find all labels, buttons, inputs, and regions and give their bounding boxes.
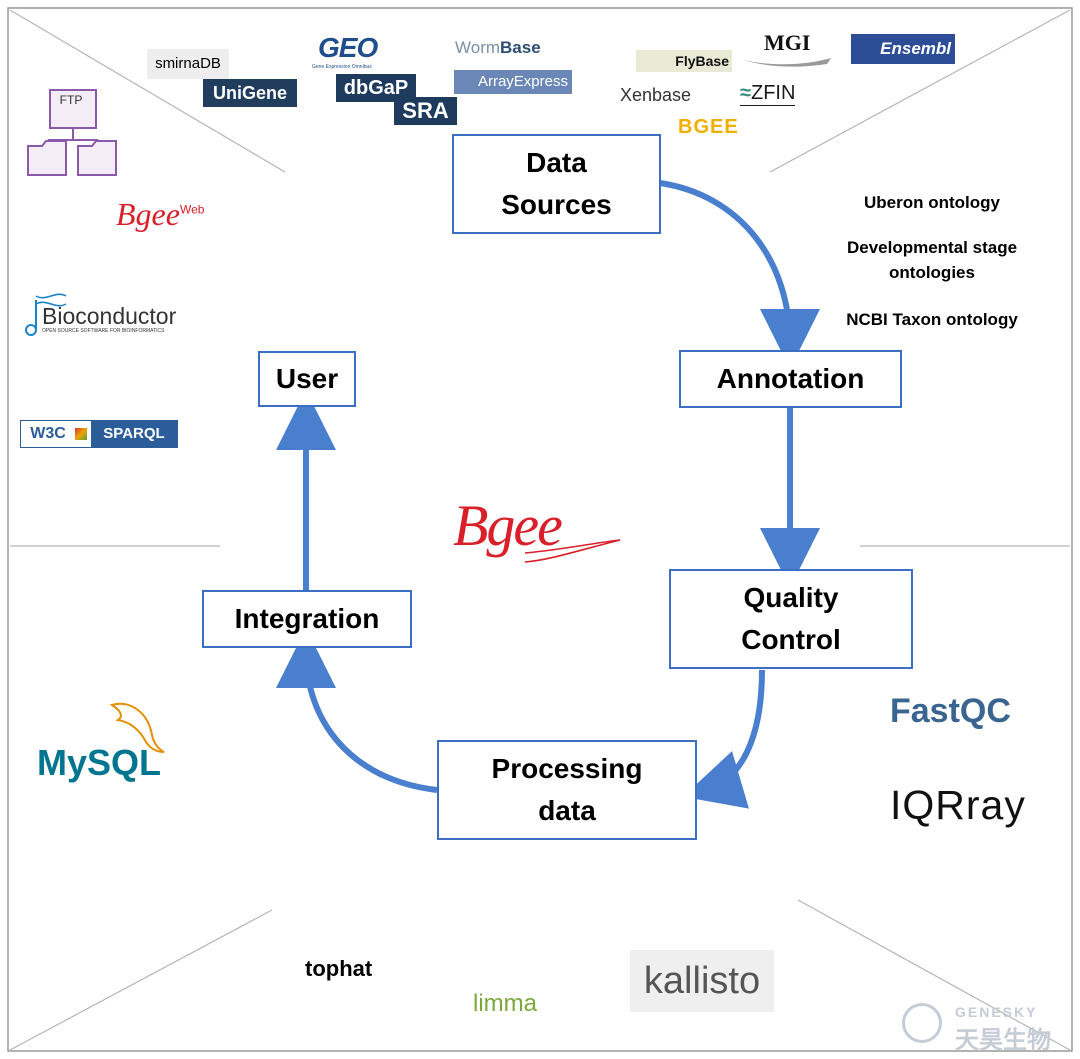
bgee-web-sup: Web [179, 202, 205, 217]
unigene-logo: UniGene [203, 79, 297, 107]
wormbase-part-a: Worm [455, 38, 501, 57]
kallisto-logo: kallisto [630, 950, 774, 1012]
zfin-label: ZFIN [750, 82, 796, 104]
quality-control-box: Quality Control [669, 569, 913, 669]
sparql-label: SPARQL [91, 421, 177, 447]
bgee-center-logo: Bgee [453, 493, 563, 558]
geo-logo: GEO [318, 32, 378, 63]
annotation-tool-uberon: Uberon ontology [864, 193, 1000, 212]
genesky-watermark: GENESKY [955, 1004, 1038, 1020]
ftp-label: FTP [59, 93, 83, 107]
ftp-icon [27, 89, 117, 176]
arrow-qc-to-processing [682, 669, 765, 809]
annotation-tool-devstage: Developmental stage ontologies [846, 238, 1018, 282]
bioconductor-logo: Bioconductor [42, 303, 177, 329]
sparql-cube-icon [75, 428, 87, 440]
annotation-tool-ncbi-taxon: NCBI Taxon ontology [846, 310, 1018, 329]
genesky-icon [902, 1003, 942, 1043]
sra-logo: SRA [394, 97, 457, 125]
annotation-box: Annotation [679, 350, 902, 408]
bgee-swash [524, 539, 621, 563]
xenbase-logo: Xenbase [619, 85, 691, 105]
zfin-logo: ≈ZFIN [740, 82, 796, 106]
bioconductor-icon [25, 293, 67, 336]
mysql-dolphin-icon [109, 702, 165, 753]
mgi-swoosh [743, 58, 831, 67]
mgi-logo: MGI [764, 30, 811, 55]
smirnadb-logo: smirnaDB [147, 49, 229, 79]
geo-subtitle: Gene Expression Omnibus [312, 64, 372, 70]
bioconductor-subtitle: OPEN SOURCE SOFTWARE FOR BIOINFORMATICS [42, 328, 165, 334]
fastqc-logo: FastQC [890, 692, 1011, 730]
user-box: User [258, 351, 356, 407]
w3c-label: W3C [30, 425, 66, 442]
wormbase-part-b: Base [500, 38, 541, 57]
iqrray-logo: IQRray [890, 782, 1026, 828]
integration-box: Integration [202, 590, 412, 648]
limma-label: limma [473, 990, 537, 1017]
ensembl-logo: Ensembl [851, 34, 955, 64]
tophat-label: tophat [305, 956, 373, 981]
arrayexpress-logo: ArrayExpress [454, 70, 572, 94]
arrow-processing-to-integration [276, 628, 438, 793]
bgee-web-text: Bgee [116, 196, 180, 232]
bgee-db-logo: BGEE [678, 116, 739, 138]
arrow-sources-to-annotation [659, 180, 820, 369]
mysql-logo: MySQL [37, 742, 162, 783]
bgee-web-logo: BgeeWeb [116, 196, 204, 233]
data-sources-box: Data Sources [452, 134, 661, 234]
genesky-watermark-cn: 天昊生物 [955, 1027, 1051, 1054]
wormbase-logo: WormBase [455, 38, 541, 58]
w3c-sparql-logo: W3C SPARQL [20, 420, 178, 448]
processing-data-box: Processing data [437, 740, 697, 840]
flybase-logo: FlyBase [636, 50, 732, 72]
